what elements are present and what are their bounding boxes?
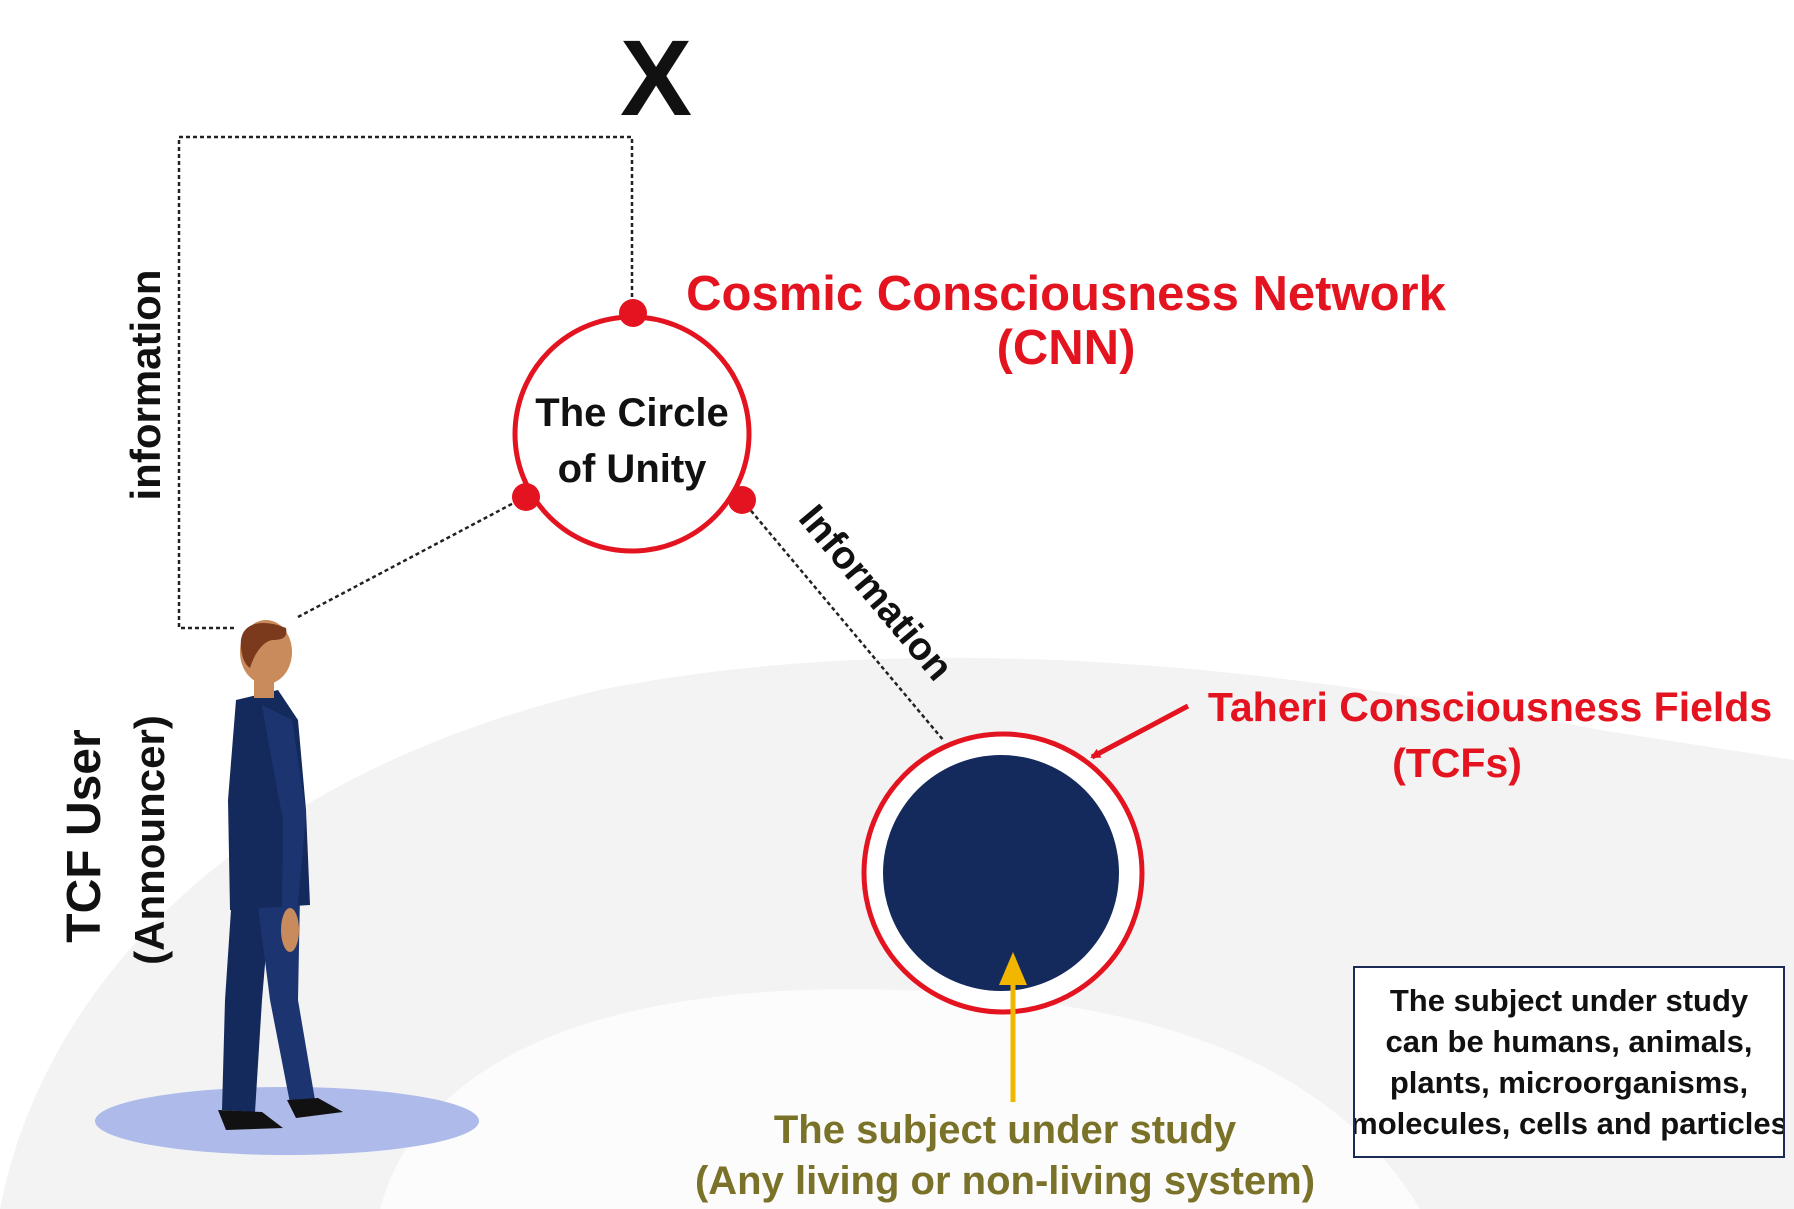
network-title: Cosmic Consciousness Network	[686, 267, 1446, 321]
user-to-circle-line	[297, 495, 526, 619]
note-line-2: can be humans, animals,	[1385, 1024, 1753, 1059]
subject-body	[883, 755, 1119, 991]
subject-subtitle: (Any living or non-living system)	[695, 1159, 1315, 1203]
user-title: TCF User	[58, 729, 111, 942]
user-role: (Announcer)	[126, 715, 173, 965]
subject-pointer-arrow-head	[999, 952, 1027, 985]
network-abbrev: (CNN)	[997, 321, 1136, 375]
circle-of-unity-line1: The Circle	[535, 391, 728, 435]
x-marker: X	[620, 17, 692, 138]
user-platform	[95, 1087, 479, 1155]
fields-abbrev: (TCFs)	[1392, 740, 1522, 786]
subject-title: The subject under study	[774, 1108, 1237, 1152]
left-information-label: information	[122, 270, 169, 501]
circle-to-subject-line	[741, 499, 945, 742]
note-box: The subject under study can be humans, a…	[1353, 966, 1785, 1158]
circle-of-unity-line2: of Unity	[558, 447, 708, 491]
note-line-4: molecules, cells and particles	[1353, 1106, 1785, 1141]
information-bracket-line	[177, 135, 634, 630]
note-line-1: The subject under study	[1389, 983, 1749, 1018]
node-dot-top	[619, 299, 647, 327]
background-swoosh-inner	[380, 989, 1420, 1209]
fields-title: Taheri Consciousness Fields	[1208, 684, 1772, 730]
fields-pointer-arrow	[1090, 703, 1190, 760]
node-dot-right	[728, 486, 756, 514]
tcf-user-figure	[218, 620, 343, 1130]
node-dot-left	[512, 483, 540, 511]
note-line-3: plants, microorganisms,	[1389, 1065, 1749, 1100]
